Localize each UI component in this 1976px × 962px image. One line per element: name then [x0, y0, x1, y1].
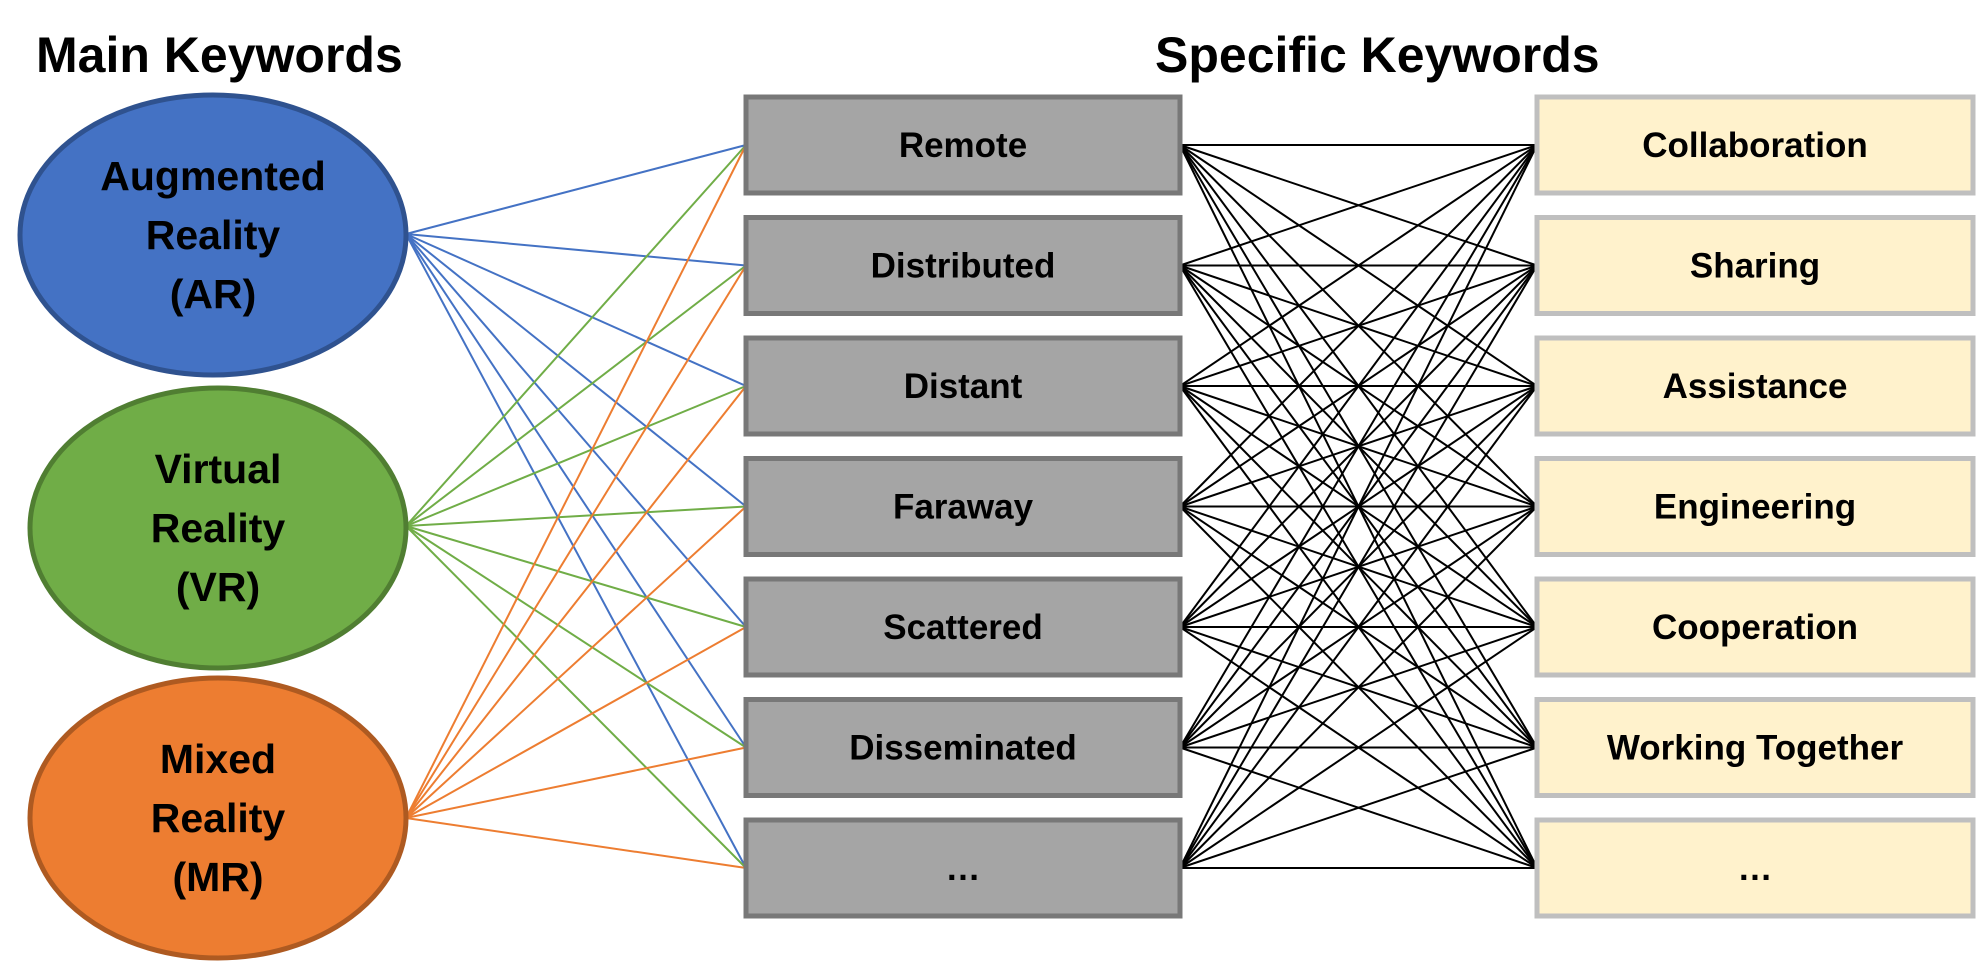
specific-keyword-label: … — [946, 849, 981, 888]
specific-keyword-label: Remote — [899, 126, 1027, 165]
specific-link-line — [1179, 144, 1538, 869]
main-link-line — [405, 525, 747, 869]
main-link-line — [405, 144, 747, 819]
main-link-line — [405, 525, 747, 749]
specific-link-line — [1179, 144, 1538, 749]
main-link-line — [405, 385, 747, 819]
specific-link-line — [1179, 144, 1538, 628]
main-keyword-label: Augmented — [100, 153, 326, 199]
main-link-line — [405, 144, 747, 527]
main-keyword-label: Virtual — [155, 446, 282, 492]
main-link-line — [405, 233, 747, 628]
specific-keyword-box — [743, 215, 1183, 316]
specific-keyword-label: Distributed — [871, 247, 1056, 286]
activity-keyword-label: Sharing — [1690, 247, 1820, 286]
main-link-line — [405, 233, 747, 869]
specific-keyword-box — [743, 335, 1183, 437]
main-keyword-ellipse — [27, 385, 409, 671]
specific-keywords-heading: Specific Keywords — [1155, 27, 1600, 83]
main-link-line — [405, 233, 747, 749]
specific-keyword-box — [743, 456, 1183, 557]
main-keywords-heading: Main Keywords — [36, 27, 403, 83]
specific-keyword-box — [743, 697, 1183, 798]
activity-keyword-box — [1534, 817, 1976, 919]
activity-keyword-box — [1534, 215, 1976, 316]
activity-keyword-label: Working Together — [1607, 729, 1904, 768]
activity-keyword-label: Engineering — [1654, 488, 1856, 527]
main-link-line — [405, 746, 747, 819]
specific-link-line — [1179, 746, 1538, 869]
activity-keyword-label: Collaboration — [1642, 126, 1868, 165]
main-keyword-ellipse — [27, 675, 409, 961]
specific-link-line — [1179, 626, 1538, 869]
main-link-line — [405, 505, 747, 819]
specific-link-line — [1179, 144, 1538, 387]
main-keyword-label: (AR) — [170, 271, 257, 317]
activity-keyword-box — [1534, 335, 1976, 437]
specific-keyword-box — [743, 576, 1183, 678]
activity-keyword-box — [1534, 697, 1976, 798]
specific-keyword-label: Disseminated — [849, 729, 1077, 768]
specific-keyword-label: Scattered — [883, 608, 1043, 647]
specific-keyword-box — [743, 817, 1183, 919]
main-keyword-label: Mixed — [160, 736, 276, 782]
keyword-nodes: AugmentedReality(AR)VirtualReality(VR)Mi… — [17, 92, 1976, 961]
main-link-line — [405, 233, 747, 508]
specific-keyword-label: Faraway — [893, 488, 1034, 527]
main-link-line — [405, 626, 747, 819]
main-keyword-label: Reality — [146, 212, 281, 258]
main-link-line — [405, 264, 747, 527]
activity-keyword-box — [1534, 456, 1976, 557]
specific-link-line — [1179, 144, 1538, 508]
main-keyword-label: Reality — [151, 795, 286, 841]
specific-keyword-box — [743, 94, 1183, 196]
main-link-line — [405, 385, 747, 527]
main-link-line — [405, 817, 747, 869]
activity-keyword-label: Assistance — [1663, 367, 1848, 406]
activity-keyword-label: Cooperation — [1652, 608, 1858, 647]
main-link-line — [405, 233, 747, 387]
specific-link-line — [1179, 385, 1538, 869]
main-link-line — [405, 144, 747, 235]
activity-keyword-box — [1534, 576, 1976, 678]
main-keyword-ellipse — [17, 92, 409, 378]
main-link-line — [405, 233, 747, 267]
specific-link-line — [1179, 505, 1538, 869]
main-keyword-label: (MR) — [172, 854, 263, 900]
main-keyword-label: Reality — [151, 505, 286, 551]
specific-link-line — [1179, 144, 1538, 267]
main-keyword-label: (VR) — [176, 564, 260, 610]
main-link-line — [405, 525, 747, 628]
specific-link-line — [1179, 264, 1538, 869]
connection-lines — [405, 144, 1538, 869]
main-link-line — [405, 264, 747, 819]
activity-keyword-box — [1534, 94, 1976, 196]
main-link-line — [405, 505, 747, 527]
activity-keyword-label: … — [1738, 849, 1773, 888]
specific-keyword-label: Distant — [904, 367, 1023, 406]
